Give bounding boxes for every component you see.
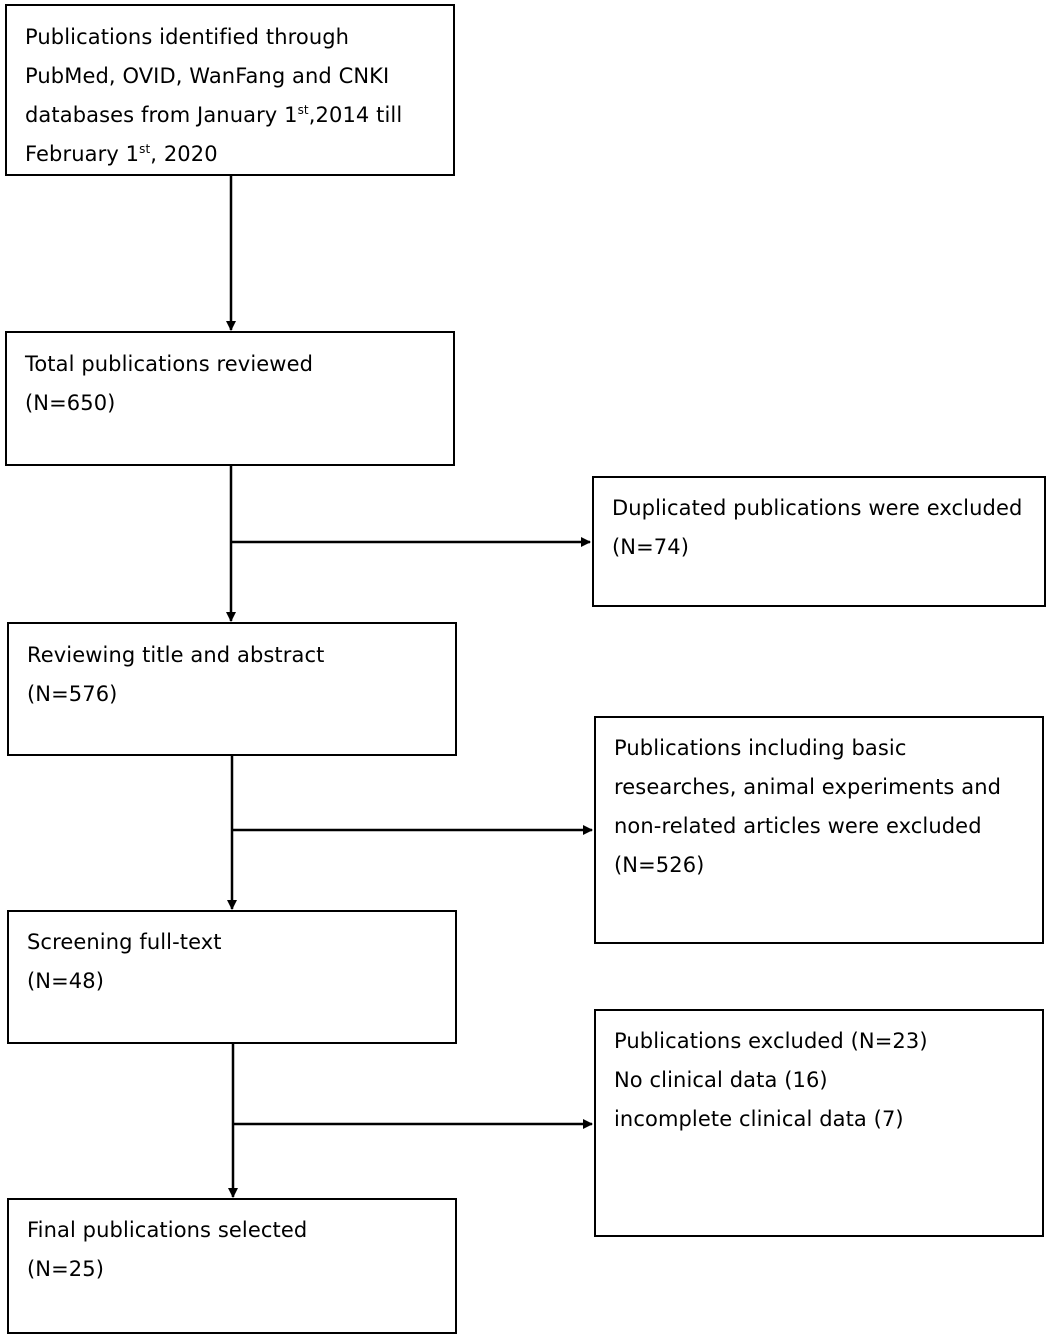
basic-excluded-count: (N=526) (614, 853, 705, 877)
identified-line-1: Publications identified through (25, 25, 350, 49)
title-abstract-count: (N=576) (27, 682, 118, 706)
full-text-box: Screening full-text (N=48) (7, 910, 457, 1044)
basic-excluded-line-3: non-related articles were excluded (614, 814, 982, 838)
total-reviewed-box: Total publications reviewed (N=650) (5, 331, 455, 466)
identified-line-3-year: ,2014 till (308, 103, 403, 127)
ordinal-suffix: st (297, 103, 309, 117)
identified-line-3-text: databases from January 1 (25, 103, 298, 127)
ordinal-suffix: st (139, 142, 151, 156)
total-reviewed-label: Total publications reviewed (25, 352, 314, 376)
total-reviewed-count: (N=650) (25, 391, 116, 415)
identified-line-4: February 1st, 2020 (25, 135, 437, 174)
duplicates-excluded-box: Duplicated publications were excluded (N… (592, 476, 1046, 607)
identified-line-4-text: February 1 (25, 142, 140, 166)
fulltext-excluded-box: Publications excluded (N=23) No clinical… (594, 1009, 1044, 1237)
full-text-label: Screening full-text (27, 930, 222, 954)
identified-box: Publications identified through PubMed, … (5, 4, 455, 176)
full-text-count: (N=48) (27, 969, 105, 993)
title-abstract-label: Reviewing title and abstract (27, 643, 325, 667)
identified-line-2: PubMed, OVID, WanFang and CNKI (25, 64, 390, 88)
fulltext-excluded-no-data: No clinical data (16) (614, 1068, 828, 1092)
final-selected-box: Final publications selected (N=25) (7, 1198, 457, 1334)
fulltext-excluded-incomplete: incomplete clinical data (7) (614, 1107, 904, 1131)
basic-excluded-box: Publications including basic researches,… (594, 716, 1044, 944)
duplicates-excluded-count: (N=74) (612, 535, 690, 559)
title-abstract-box: Reviewing title and abstract (N=576) (7, 622, 457, 756)
fulltext-excluded-total: Publications excluded (N=23) (614, 1029, 928, 1053)
identified-line-3: databases from January 1st,2014 till (25, 96, 437, 135)
basic-excluded-line-1: Publications including basic (614, 736, 907, 760)
identified-line-4-year: , 2020 (150, 142, 218, 166)
basic-excluded-line-2: researches, animal experiments and (614, 775, 1002, 799)
duplicates-excluded-label: Duplicated publications were excluded (612, 496, 1023, 520)
final-selected-count: (N=25) (27, 1257, 105, 1281)
final-selected-label: Final publications selected (27, 1218, 308, 1242)
